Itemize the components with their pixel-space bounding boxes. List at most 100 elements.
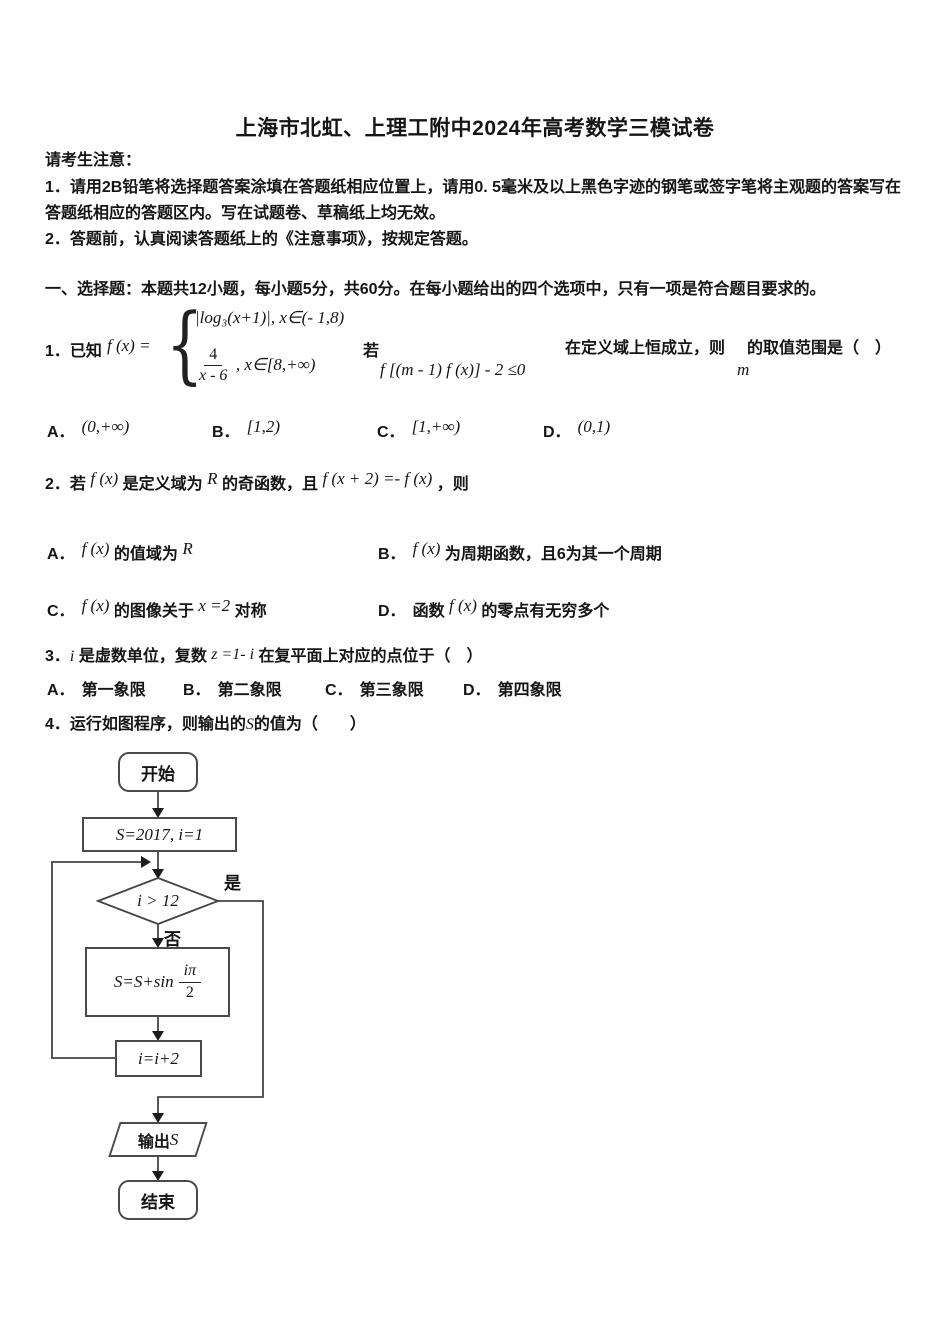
q1-piece2-fraction: 4 x - 6	[195, 346, 231, 386]
q2-option-c-label: C．	[47, 603, 75, 620]
flowchart-init-node: S=2017, i=1	[82, 817, 237, 852]
q3-t2: 在复平面上对应的点位于（ ）	[258, 648, 483, 665]
q2-option-c-fx: f (x)	[81, 596, 110, 615]
arrowhead-into-decision	[152, 869, 164, 879]
q1-option-a-label: A．	[47, 424, 75, 441]
flowchart-increment-node: i=i+2	[115, 1040, 202, 1077]
arrowhead-into-end	[152, 1171, 164, 1181]
notice-item-1: 1．请用2B铅笔将选择题答案涂填在答题纸相应位置上，请用0. 5毫米及以上黑色字…	[45, 179, 902, 222]
q3-option-c-label: C．	[325, 682, 353, 699]
notice-item-2: 2．答题前，认真阅读答题纸上的《注意事项》，按规定答题。	[45, 231, 478, 248]
q2-option-a-fx: f (x)	[81, 539, 110, 558]
q2-number: 2．	[45, 476, 70, 493]
flowchart-compute-numerator: iπ	[178, 962, 202, 983]
q3-option-a-text: 第一象限	[81, 682, 146, 699]
q1-piece1: |log₃(x+1)|, x∈(- 1,8)	[195, 308, 345, 327]
q1-option-b-label: B．	[212, 424, 240, 441]
q3-i: i	[69, 648, 75, 665]
q1-fraction-numerator: 4	[204, 346, 223, 367]
q1-option-b: B．[1,2)	[212, 417, 280, 442]
q3-option-c-text: 第三象限	[359, 682, 424, 699]
flowchart-compute-fraction: iπ 2	[178, 962, 202, 1002]
connector-loop-back	[51, 861, 141, 1059]
q2-option-d-t2: 的零点有无穷多个	[481, 603, 610, 620]
arrowhead-into-compute	[152, 938, 164, 948]
q2-lead: 若	[69, 476, 86, 493]
q1-variable-m: m	[737, 360, 750, 379]
q1-option-a: A． (0,+∞)	[47, 417, 130, 442]
q1-condition: f [(m - 1) f (x)] - 2 ≤0	[380, 360, 526, 379]
q2-option-b-text: 为周期函数，且6为其一个周期	[444, 546, 662, 563]
q2-option-a: A． f (x) 的值域为 R	[47, 539, 193, 564]
question-1: 1．已知 f (x) = { |log₃(x+1)|, x∈(- 1,8) 4 …	[45, 300, 915, 410]
q4-t1: 4．运行如图程序，则输出的	[45, 716, 246, 733]
q2-option-a-r: R	[182, 539, 193, 558]
q2-option-c-t1: 的图像关于	[113, 603, 194, 620]
flowchart-end-label: 结束	[141, 1192, 175, 1212]
connector-yes-branch	[157, 900, 264, 1113]
question-2: 2．若 f (x) 是定义域为 R 的奇函数，且 f (x + 2) =- f …	[45, 469, 915, 494]
q1-option-d: D． (0,1)	[543, 417, 611, 442]
q1-option-d-text: (0,1)	[577, 417, 611, 436]
question-4: 4．运行如图程序，则输出的S的值为（ ）	[45, 710, 915, 734]
q2-option-d-fx: f (x)	[449, 596, 477, 615]
q3-option-a-label: A．	[47, 682, 75, 699]
q1-piece2-domain: , x∈[8,+∞)	[235, 355, 316, 375]
q1-ruo: 若	[363, 343, 380, 360]
flowchart-start-label: 开始	[141, 764, 175, 784]
q3-option-d-text: 第四象限	[497, 682, 562, 699]
q3-option-a: A． 第一象限	[47, 676, 146, 700]
q1-piecewise-brace: {	[166, 295, 204, 393]
flowchart-output-s: S	[169, 1129, 179, 1149]
q3-t1: 是虚数单位，复数	[78, 648, 207, 665]
q2-t2: 的奇函数，且	[221, 476, 318, 493]
q4-s: S	[245, 716, 254, 733]
q1-fraction-denominator: x - 6	[199, 367, 228, 385]
flowchart: 开始 S=2017, i=1 i > 12 是 否 S=S+sin iπ 2 i…	[0, 745, 950, 1244]
section-heading: 一、选择题：本题共12小题，每小题5分，共60分。在每小题给出的四个选项中，只有…	[45, 281, 826, 298]
q2-option-b: B．f (x) 为周期函数，且6为其一个周期	[378, 539, 662, 564]
q1-options: A． (0,+∞) B．[1,2) C． [1,+∞) D． (0,1)	[45, 408, 915, 454]
q1-fx-equals: f (x) =	[107, 336, 151, 355]
flowchart-yes-label: 是	[224, 874, 241, 893]
question-3: 3．i 是虚数单位，复数 z =1- i 在复平面上对应的点位于（ ）	[45, 642, 915, 666]
q2-option-c-x: x =2	[198, 596, 231, 615]
q1-tail1: 在定义域上恒成立，则	[565, 340, 726, 357]
arrowhead-into-init	[152, 808, 164, 818]
q2-r: R	[207, 469, 218, 488]
q2-option-c-t2: 对称	[234, 603, 267, 620]
flowchart-connectors	[51, 792, 264, 1181]
flowchart-increment-label: i=i+2	[138, 1048, 179, 1068]
flowchart-start-node: 开始	[118, 752, 198, 792]
q1-option-d-label: D．	[543, 424, 571, 441]
q1-option-c-text: [1,+∞)	[411, 417, 461, 436]
q1-tail2: 的取值范围是（ ）	[747, 340, 892, 357]
flowchart-compute-node: S=S+sin iπ 2	[85, 947, 230, 1017]
q3-option-b-label: B．	[183, 682, 211, 699]
q2-option-b-fx: f (x)	[412, 539, 441, 558]
q3-option-b-text: 第二象限	[217, 682, 282, 699]
q1-option-c: C． [1,+∞)	[377, 417, 461, 442]
flowchart-compute-denominator: 2	[185, 983, 194, 1001]
q1-option-c-label: C．	[377, 424, 405, 441]
notice-heading: 请考生注意：	[45, 152, 142, 169]
q3-option-b: B． 第二象限	[183, 676, 282, 700]
flowchart-decision-label: i > 12	[137, 891, 179, 910]
page-title: 上海市北虹、上理工附中2024年高考数学三模试卷	[235, 117, 715, 140]
flowchart-decision-node: i > 12	[98, 878, 218, 924]
q2-option-a-text: 的值域为	[113, 546, 178, 563]
q2-option-a-label: A．	[47, 546, 75, 563]
q3-z: z =1- i	[211, 646, 255, 663]
q4-t2: 的值为（ ）	[253, 716, 366, 733]
q2-t1: 是定义域为	[122, 476, 203, 493]
q1-piece2: 4 x - 6 , x∈[8,+∞)	[195, 346, 315, 386]
q1-option-a-text: (0,+∞)	[81, 417, 130, 436]
q3-number: 3．	[45, 648, 70, 665]
q3-options: A． 第一象限 B． 第二象限 C． 第三象限 D． 第四象限	[45, 676, 915, 706]
q2-fx: f (x)	[90, 469, 119, 488]
arrowhead-into-output	[152, 1113, 164, 1123]
q3-option-d-label: D．	[463, 682, 491, 699]
